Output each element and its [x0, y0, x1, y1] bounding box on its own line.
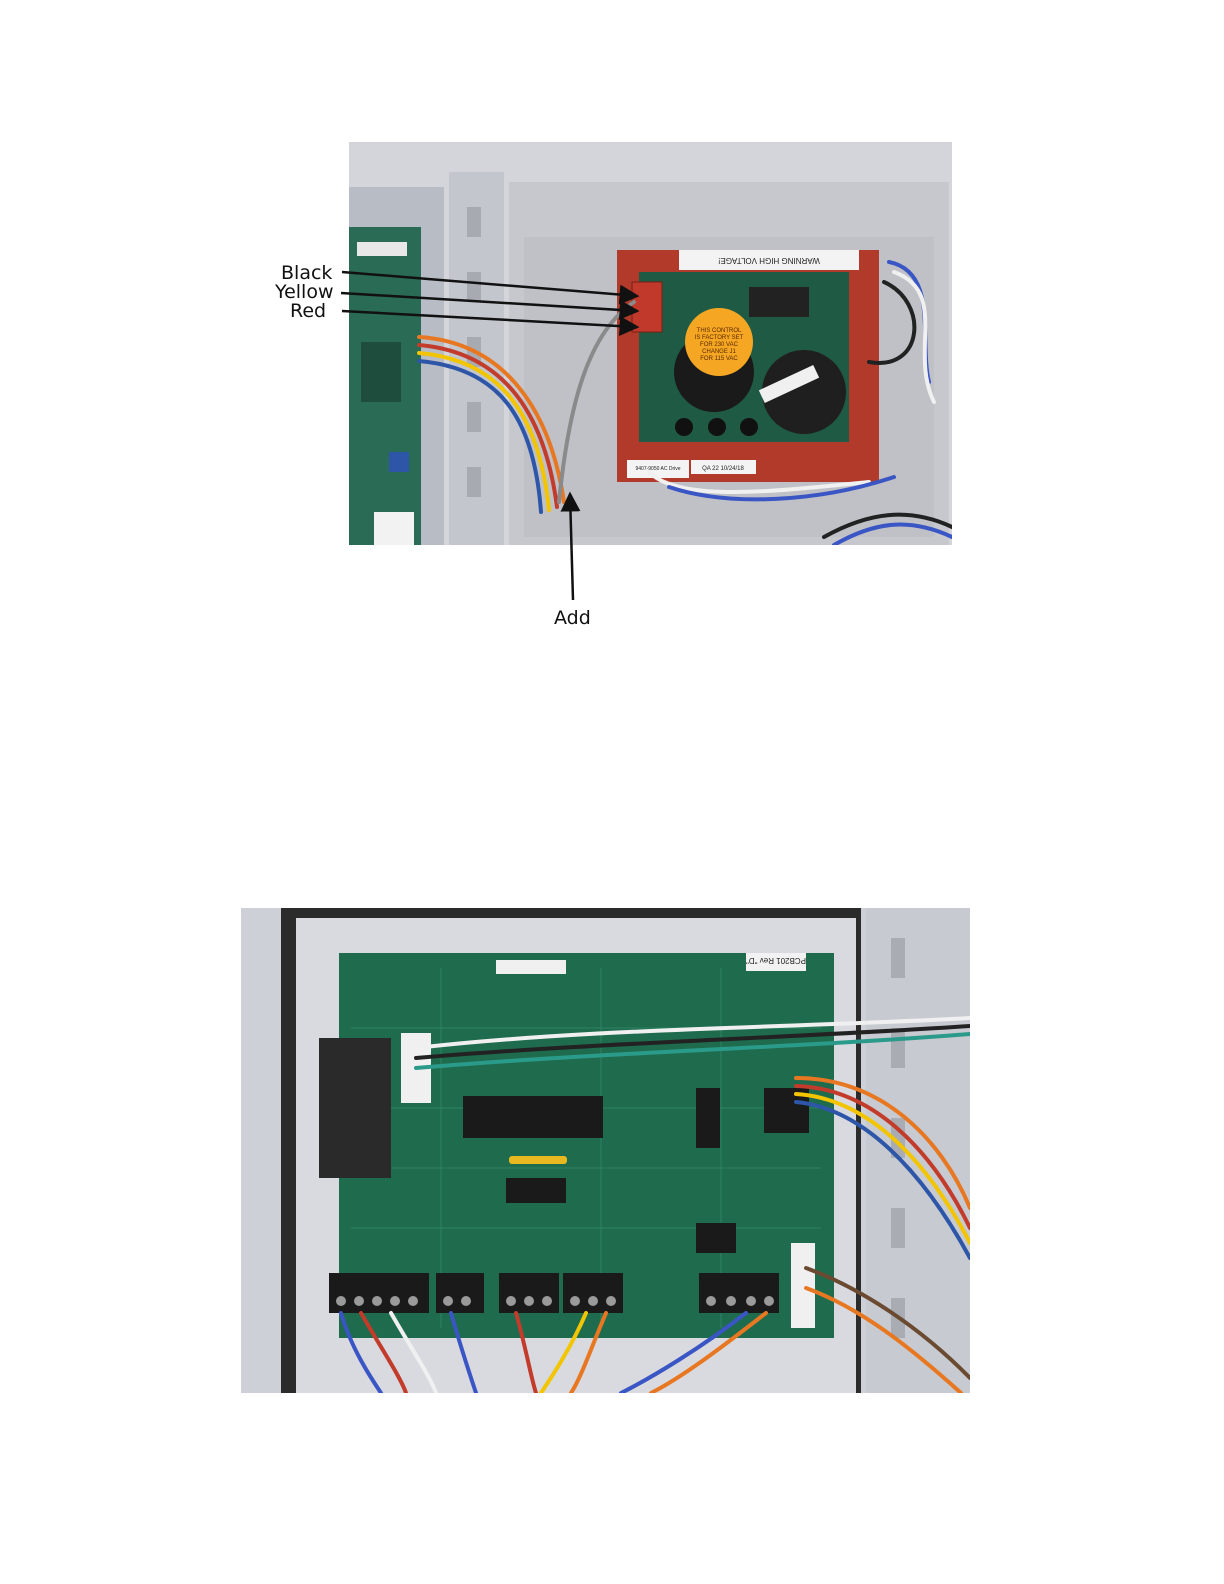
drive-board-photo: WARNING HIGH VOLTAGE! THIS CONTROL IS FA… [349, 142, 952, 545]
board-label: PCB201 Rev "D" [746, 956, 806, 965]
callout-add-label: Add [554, 608, 591, 628]
drive-board-illustration: WARNING HIGH VOLTAGE! THIS CONTROL IS FA… [349, 142, 952, 545]
sticker-line-3: FOR 230 VAC [700, 342, 739, 348]
sticker-line-1: THIS CONTROL [697, 328, 742, 334]
warning-strip-text: WARNING HIGH VOLTAGE! [718, 256, 820, 265]
drive-label-left: 9407-9050 AC Drive [635, 466, 680, 472]
sticker-line-2: IS FACTORY SET [695, 335, 744, 341]
callout-yellow-label: Yellow [275, 282, 334, 302]
sticker-line-4: CHANGE J1 [702, 349, 736, 355]
callout-red-label: Red [290, 301, 326, 321]
callout-black-label: Black [281, 263, 332, 283]
sticker-line-5: FOR 115 VAC [700, 356, 738, 362]
control-board-illustration: PCB201 Rev "D" [241, 908, 970, 1393]
drive-label-right: QA 22 10/24/18 [702, 466, 744, 472]
control-board-photo: PCB201 Rev "D" [241, 908, 970, 1393]
